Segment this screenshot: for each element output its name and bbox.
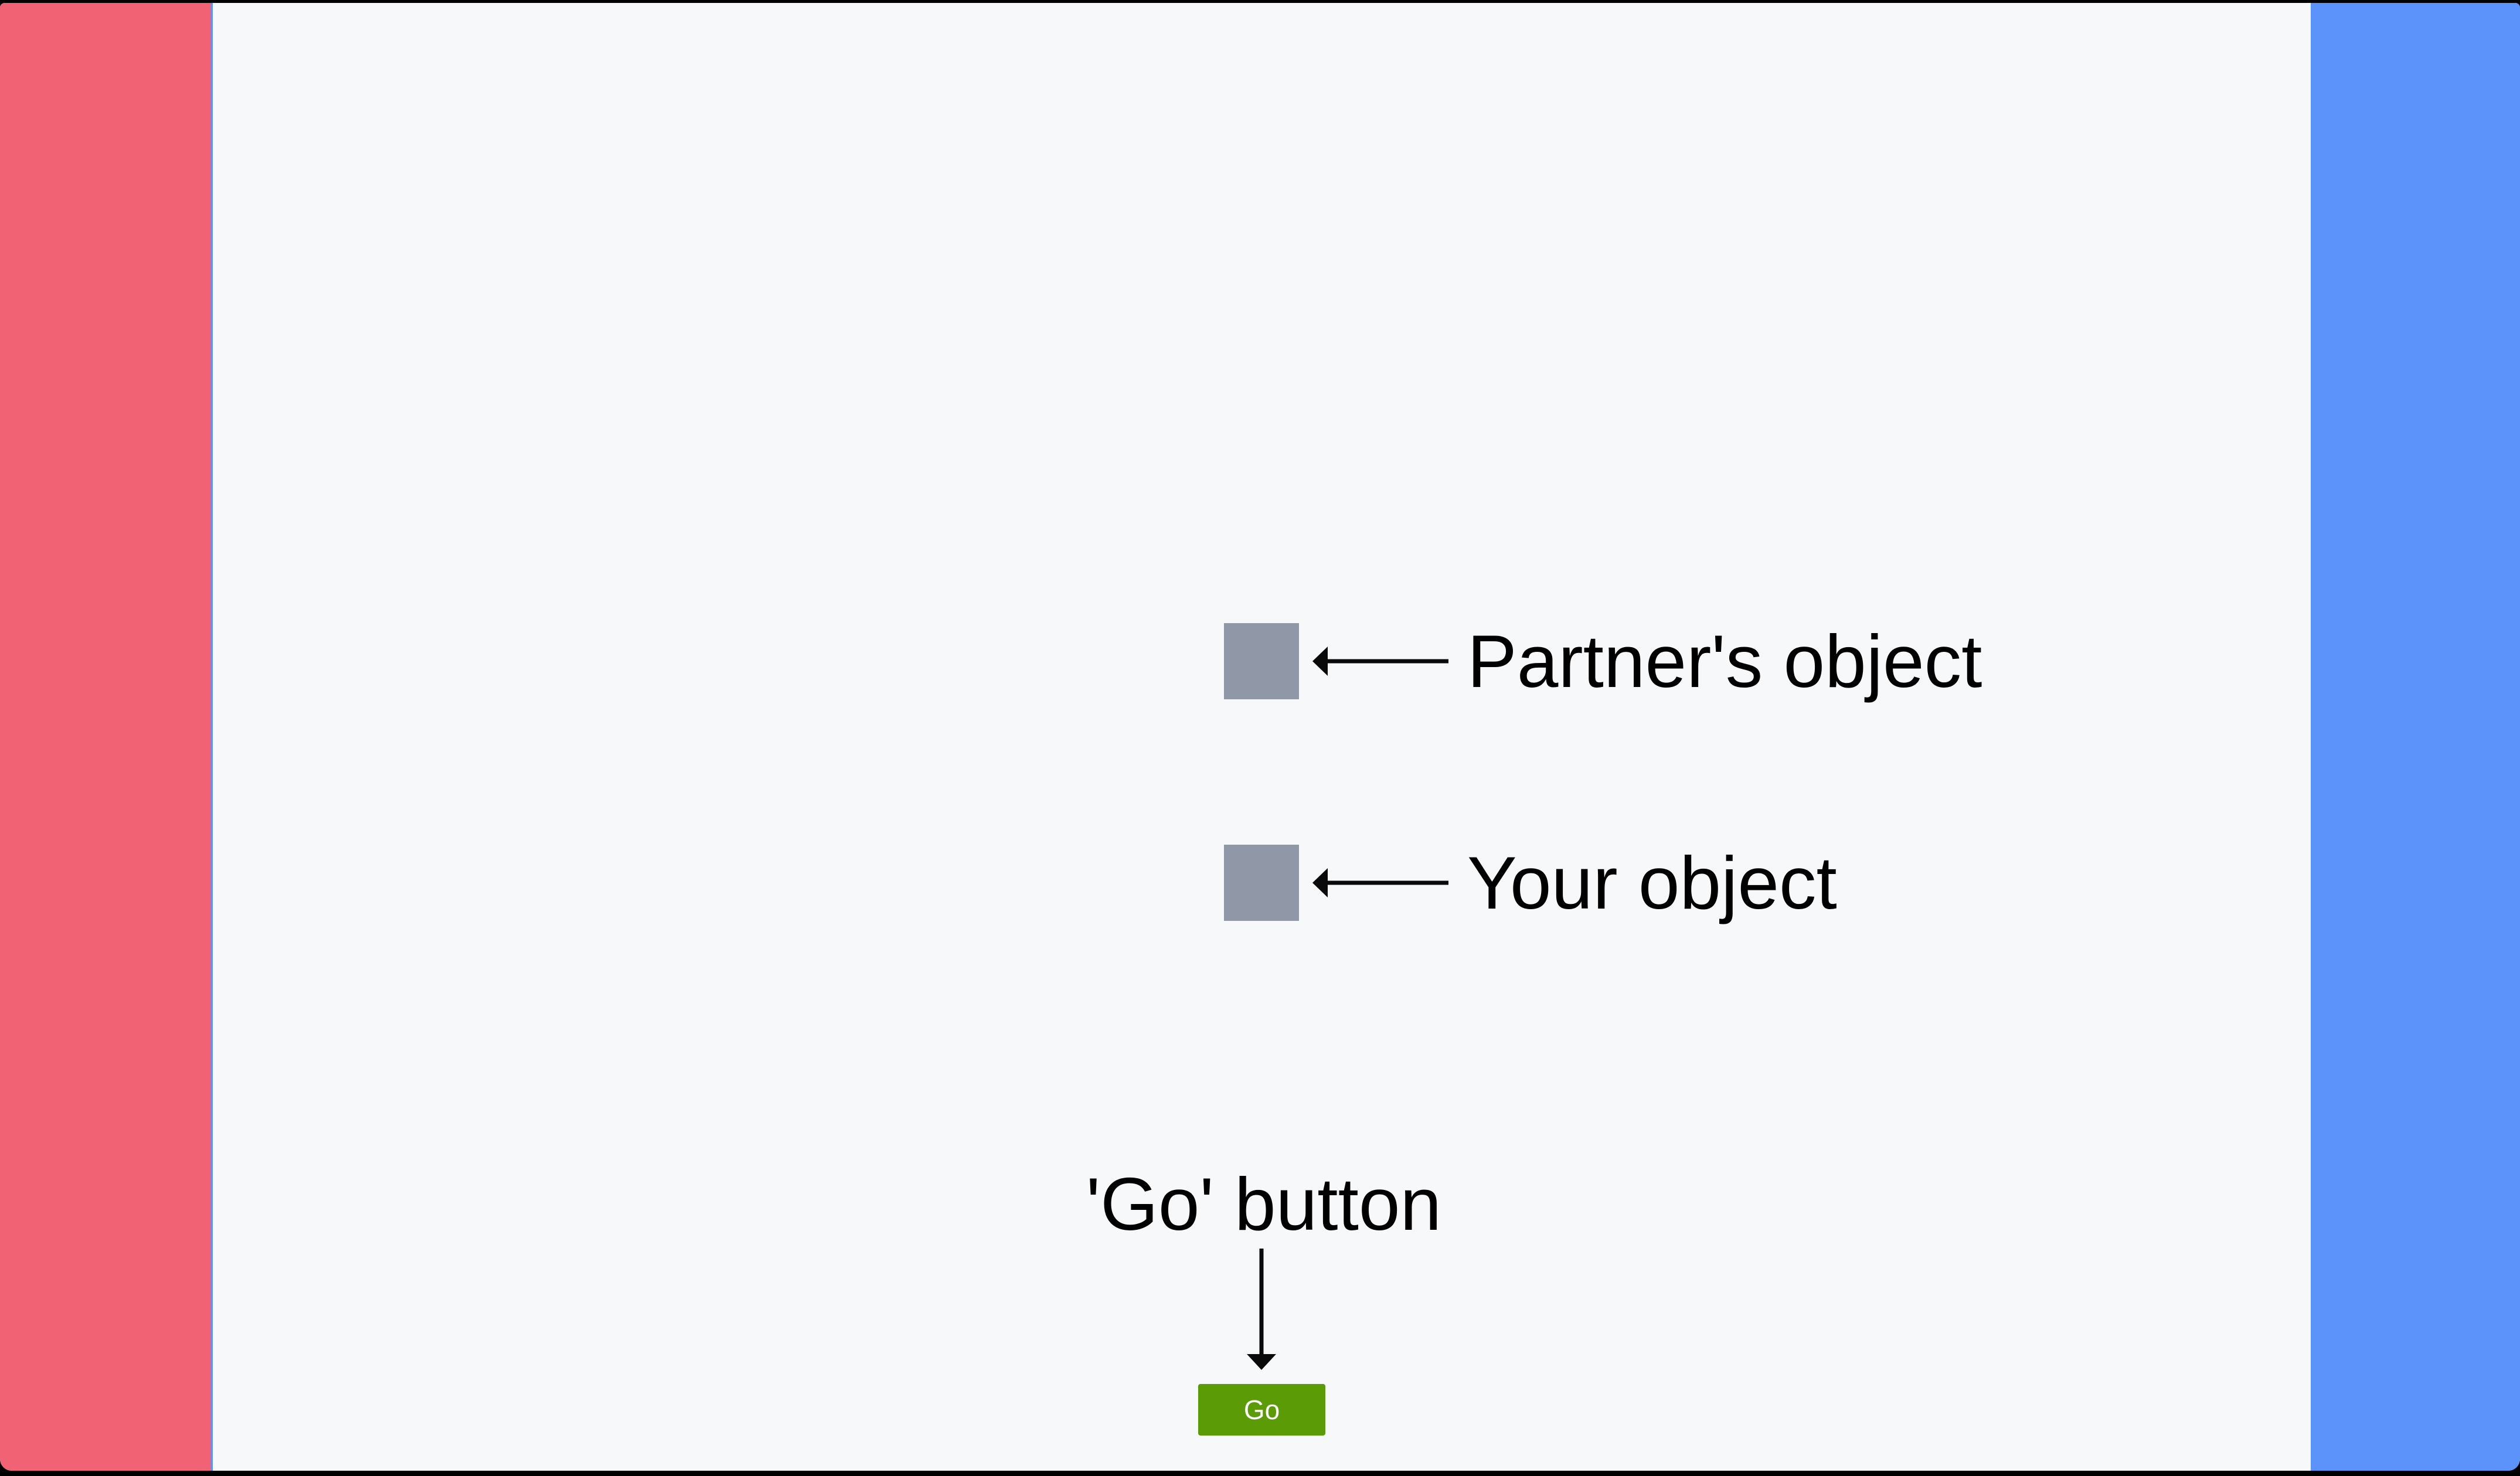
left-zone-divider: [211, 3, 213, 1471]
left-red-zone-bar: [0, 3, 211, 1471]
your-object-label: Your object: [1467, 841, 1837, 924]
partner-object-swatch: [1224, 623, 1299, 699]
go-button-callout-label: 'Go' button: [1086, 1162, 1442, 1246]
your-object-swatch[interactable]: [1224, 845, 1299, 921]
app-window: [0, 3, 2520, 1471]
go-button[interactable]: Go: [1198, 1384, 1325, 1436]
right-blue-zone-bar: [2311, 3, 2520, 1471]
down-arrow-icon: [1247, 1249, 1276, 1370]
partner-object-label: Partner's object: [1467, 620, 1982, 703]
left-arrow-icon: [1312, 647, 1448, 676]
left-arrow-icon: [1312, 868, 1448, 897]
